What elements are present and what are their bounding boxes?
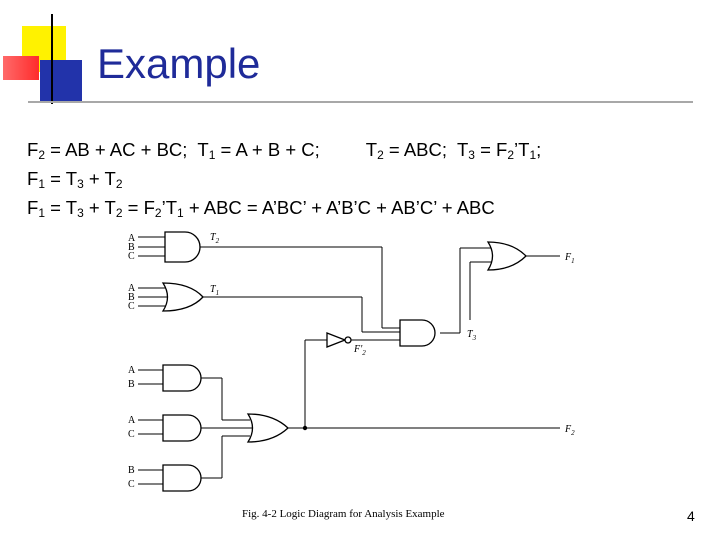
vertical-rule (51, 14, 53, 104)
equation-line-2: F1 = T3 + T2 (27, 168, 123, 191)
and-gate-bc (162, 464, 202, 492)
logic-diagram: A B C T2 A B C T1 F1 T3 F'2 A B (128, 231, 575, 492)
input-label-a: A (128, 283, 136, 294)
input-label-b: B (128, 242, 135, 253)
input-label-c: C (128, 429, 135, 440)
or-gate-t1 (161, 282, 204, 312)
input-label-c: C (128, 251, 135, 262)
title-underline (28, 101, 693, 103)
red-square-decoration (3, 56, 39, 80)
signal-label-f2-prime: F'2 (353, 344, 366, 357)
not-gate (326, 332, 352, 348)
output-label-f1: F1 (564, 252, 575, 265)
signal-label-t1: T1 (210, 284, 219, 297)
input-label-b: B (128, 465, 135, 476)
figure-caption: Fig. 4-2 Logic Diagram for Analysis Exam… (242, 508, 445, 520)
output-label-f2: F2 (564, 424, 575, 437)
junction-dot (302, 425, 308, 431)
and-gate-ac (162, 414, 202, 442)
input-label-b: B (128, 292, 135, 303)
input-label-b: B (128, 379, 135, 390)
input-label-a: A (128, 415, 136, 426)
input-label-a: A (128, 365, 136, 376)
page-number: 4 (687, 508, 695, 524)
or-gate-f2 (246, 413, 289, 443)
equation-line-3: F1 = T3 + T2 = F2’T1 + ABC = A’BC’ + A’B… (27, 197, 495, 220)
equation-line-1: F2 = AB + AC + BC; T1 = A + B + C;T2 = A… (27, 139, 542, 162)
and-gate-t2 (164, 231, 201, 263)
signal-label-t3: T3 (467, 329, 477, 342)
input-label-c: C (128, 301, 135, 312)
input-label-a: A (128, 233, 136, 244)
and-gate-ab (162, 364, 202, 392)
signal-label-t2: T2 (210, 232, 220, 245)
slide-title: Example (97, 40, 261, 87)
or-gate-f1 (486, 241, 527, 271)
blue-square-decoration (40, 60, 82, 102)
input-label-c: C (128, 479, 135, 490)
and-gate-t3 (399, 319, 436, 347)
